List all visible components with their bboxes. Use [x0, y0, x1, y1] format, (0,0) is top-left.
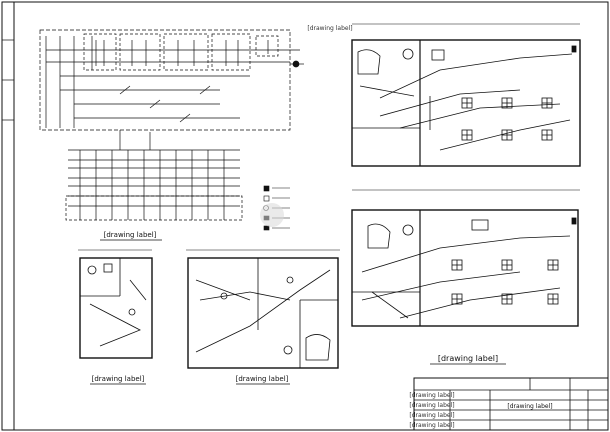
- large-room-plan-bottom: [351, 189, 580, 327]
- socket-symbol-icon: [263, 195, 270, 202]
- title-block-main-title: [drawing label]: [507, 403, 552, 410]
- panel-title-standard-room: [drawing label]: [92, 375, 145, 383]
- watermark: [260, 203, 284, 227]
- left-binding-strip: [1, 39, 15, 121]
- electrical-system-diagram: [39, 29, 304, 131]
- standard-room-plan: [78, 249, 153, 359]
- title-block-row-label: [drawing label]: [409, 402, 454, 409]
- title-block-row-label: [drawing label]: [409, 392, 454, 399]
- panel-title-system-diagram: [drawing label]: [104, 231, 157, 239]
- panel-title-top: [drawing label]: [307, 25, 352, 32]
- panel-title-large-room: [drawing label]: [438, 354, 498, 363]
- distribution-panel: [65, 130, 243, 221]
- large-room-plan-top: [351, 23, 581, 167]
- title-block: [413, 377, 609, 431]
- title-block-row-label: [drawing label]: [409, 422, 454, 429]
- title-block-row-label: [drawing label]: [409, 412, 454, 419]
- small-room-plan: [186, 249, 340, 369]
- lamp-symbol-icon: [263, 185, 270, 192]
- panel-title-small-room: [drawing label]: [236, 375, 289, 383]
